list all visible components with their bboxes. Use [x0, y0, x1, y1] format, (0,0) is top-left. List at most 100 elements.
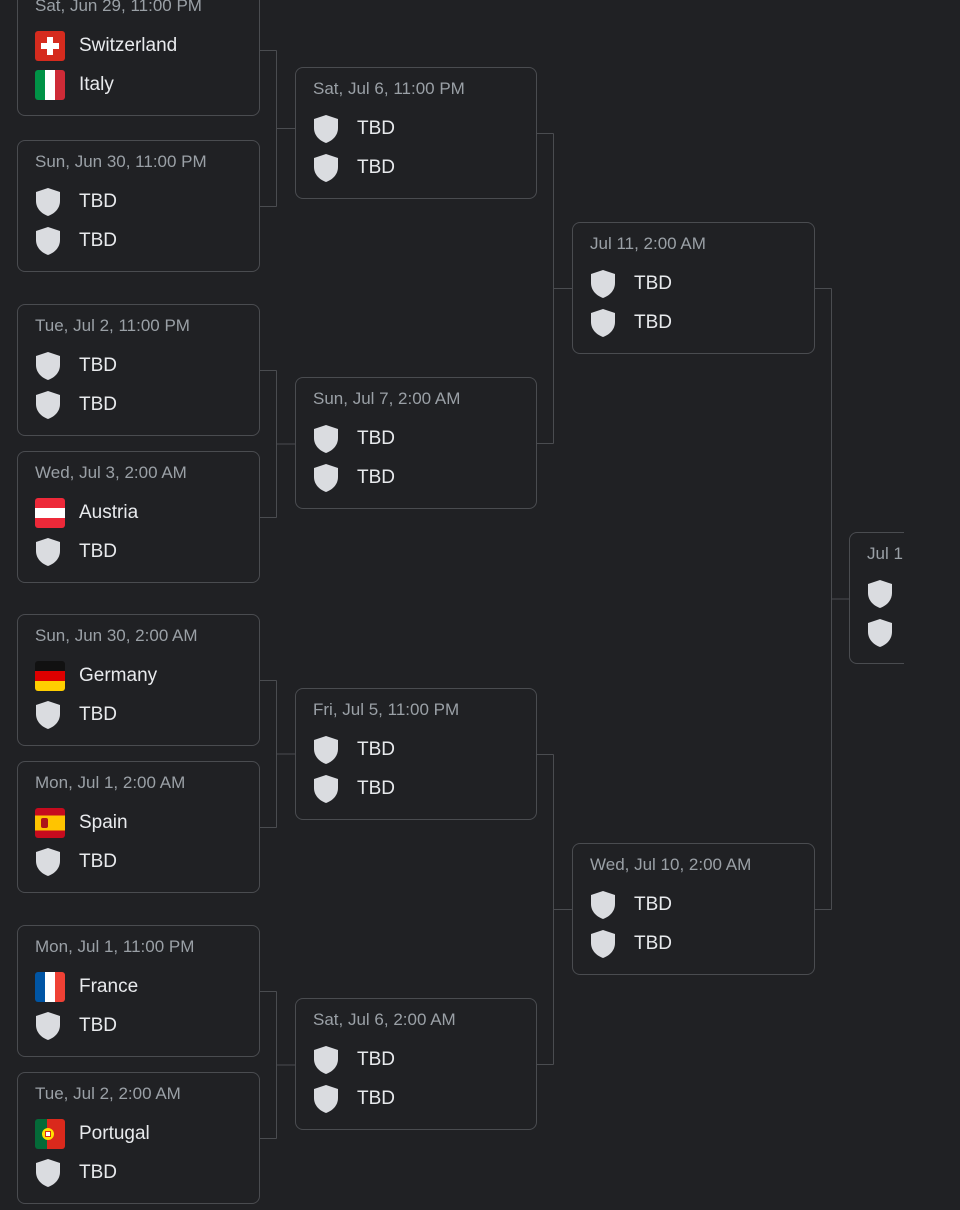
match-date: Sun, Jul 7, 2:00 AM	[313, 389, 461, 408]
shield-icon	[590, 928, 622, 960]
shield-icon	[35, 350, 67, 382]
team-name: TBD	[357, 739, 395, 760]
team-name: TBD	[79, 191, 117, 212]
shield-icon	[867, 578, 899, 610]
flag-portugal-icon	[35, 1118, 67, 1150]
team-row[interactable]: Austria	[35, 497, 138, 529]
team-name: Spain	[79, 812, 128, 833]
shield-icon	[590, 268, 622, 300]
team-name: TBD	[79, 355, 117, 376]
match-card-round-of-16-2[interactable]: Sun, Jun 30, 11:00 PM TBD TBD	[17, 140, 260, 272]
team-row[interactable]: TBD	[35, 225, 117, 257]
team-name: Germany	[79, 665, 158, 686]
team-row[interactable]: TBD	[313, 773, 395, 805]
team-name: TBD	[79, 851, 117, 872]
team-row[interactable]: TBD	[313, 152, 395, 184]
team-row[interactable]: France	[35, 971, 138, 1003]
team-name: TBD	[357, 1088, 395, 1109]
team-row[interactable]: TBD	[590, 928, 672, 960]
team-name: TBD	[79, 1162, 117, 1183]
team-name: TBD	[357, 778, 395, 799]
team-row[interactable]: TBD	[590, 268, 672, 300]
team-name: TBD	[357, 467, 395, 488]
flag-france-icon	[35, 971, 67, 1003]
team-row[interactable]: Spain	[35, 807, 128, 839]
team-row[interactable]: TBD	[35, 846, 117, 878]
team-row[interactable]: TBD	[35, 1157, 117, 1189]
shield-icon	[35, 1010, 67, 1042]
shield-icon	[35, 846, 67, 878]
team-row[interactable]: TBD	[313, 462, 395, 494]
match-card-semifinals-2[interactable]: Wed, Jul 10, 2:00 AM TBD TBD	[572, 843, 815, 975]
flag-switzerland-icon	[35, 30, 67, 62]
team-row[interactable]	[867, 578, 899, 610]
team-row[interactable]: TBD	[313, 113, 395, 145]
match-date: Wed, Jul 10, 2:00 AM	[590, 855, 752, 874]
team-row[interactable]: TBD	[590, 307, 672, 339]
flag-italy-icon	[35, 69, 67, 101]
team-name: TBD	[79, 1015, 117, 1036]
team-row[interactable]: TBD	[313, 423, 395, 455]
shield-icon	[35, 1157, 67, 1189]
match-date: Tue, Jul 2, 2:00 AM	[35, 1084, 181, 1103]
team-name: TBD	[79, 230, 117, 251]
team-row[interactable]: TBD	[313, 734, 395, 766]
match-date: Jul 1	[867, 544, 903, 563]
match-date: Sat, Jun 29, 11:00 PM	[35, 0, 202, 15]
team-row[interactable]: Italy	[35, 69, 114, 101]
match-card-quarterfinals-2[interactable]: Sun, Jul 7, 2:00 AM TBD TBD	[295, 377, 537, 509]
team-name: TBD	[357, 157, 395, 178]
match-date: Sun, Jun 30, 11:00 PM	[35, 152, 207, 171]
shield-icon	[35, 536, 67, 568]
match-date: Jul 11, 2:00 AM	[590, 234, 706, 253]
team-row[interactable]: Switzerland	[35, 30, 177, 62]
match-card-quarterfinals-4[interactable]: Sat, Jul 6, 2:00 AM TBD TBD	[295, 998, 537, 1130]
team-name: TBD	[79, 704, 117, 725]
match-date: Sun, Jun 30, 2:00 AM	[35, 626, 198, 645]
team-row[interactable]: TBD	[35, 1010, 117, 1042]
final-match-clip: Jul 1	[849, 532, 904, 664]
team-row[interactable]: TBD	[35, 389, 117, 421]
match-card-semifinals-1[interactable]: Jul 11, 2:00 AM TBD TBD	[572, 222, 815, 354]
shield-icon	[590, 889, 622, 921]
shield-icon	[590, 307, 622, 339]
team-row[interactable]: TBD	[35, 350, 117, 382]
shield-icon	[35, 699, 67, 731]
team-row[interactable]: Germany	[35, 660, 157, 692]
team-name: TBD	[357, 118, 395, 139]
team-name: TBD	[79, 394, 117, 415]
team-row[interactable]: TBD	[35, 699, 117, 731]
match-card-final-1[interactable]: Jul 1	[849, 532, 904, 664]
team-name: TBD	[634, 894, 672, 915]
team-row[interactable]: TBD	[35, 536, 117, 568]
match-date: Wed, Jul 3, 2:00 AM	[35, 463, 187, 482]
team-row[interactable]: TBD	[35, 186, 117, 218]
flag-austria-icon	[35, 497, 67, 529]
shield-icon	[313, 423, 345, 455]
match-date: Mon, Jul 1, 11:00 PM	[35, 937, 195, 956]
team-name: France	[79, 976, 139, 997]
shield-icon	[313, 152, 345, 184]
team-row[interactable]	[867, 617, 899, 649]
team-name: Portugal	[79, 1123, 150, 1144]
team-row[interactable]: TBD	[590, 889, 672, 921]
team-row[interactable]: TBD	[313, 1044, 395, 1076]
shield-icon	[313, 773, 345, 805]
team-row[interactable]: Portugal	[35, 1118, 150, 1150]
shield-icon	[313, 462, 345, 494]
shield-icon	[35, 225, 67, 257]
team-row[interactable]: TBD	[313, 1083, 395, 1115]
match-date: Sat, Jul 6, 2:00 AM	[313, 1010, 456, 1029]
shield-icon	[35, 186, 67, 218]
